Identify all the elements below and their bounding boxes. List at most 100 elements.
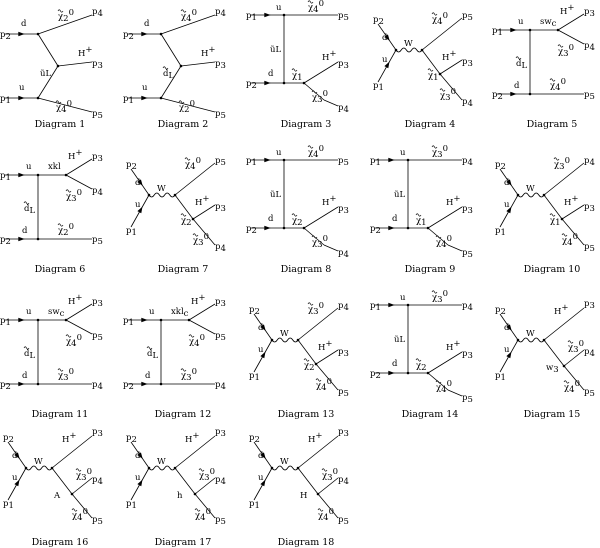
svg-text:χ1: χ1 (292, 71, 303, 83)
particle-label: H (300, 491, 307, 501)
propagator-line (561, 204, 585, 220)
propagator-line (194, 477, 216, 495)
svg-text:p3: p3 (584, 202, 595, 214)
propagator-line (315, 363, 339, 391)
particle-label: p3 (92, 152, 103, 164)
svg-text:u: u (135, 200, 141, 210)
particle-label: p3 (215, 427, 226, 439)
vertex-dot (556, 28, 560, 32)
svg-text:u: u (518, 17, 524, 27)
svg-text:p2: p2 (3, 433, 14, 445)
vertex-dot (296, 466, 300, 470)
svg-text:p3: p3 (92, 297, 103, 309)
particle-label: p1 (246, 156, 257, 168)
diagram-caption: Diagram 6 (34, 264, 86, 275)
propagator-line (192, 204, 216, 220)
svg-text:u: u (135, 473, 141, 483)
particle-label: p4 (462, 97, 473, 109)
vertex-dot (282, 81, 286, 85)
particle-label: H+ (446, 194, 461, 208)
vertex-dot (191, 217, 195, 221)
particle-label: χ40 (65, 333, 82, 349)
vertex-dot (406, 303, 410, 307)
svg-text:dL: dL (147, 349, 158, 361)
fermion-arrow (388, 225, 395, 231)
particle-label: p4 (92, 475, 103, 487)
particle-label: p5 (92, 515, 103, 527)
fermion-arrow (137, 179, 143, 186)
scalar-line (160, 33, 182, 67)
svg-text:dL: dL (24, 204, 35, 216)
svg-text:p1: p1 (3, 499, 14, 511)
svg-text:p2: p2 (495, 305, 506, 317)
particle-label: χ2 (415, 358, 427, 373)
particle-label: p5 (92, 109, 103, 121)
vertex-dot (173, 193, 177, 197)
svg-text:χ2: χ2 (292, 216, 303, 228)
svg-text:H+: H+ (446, 194, 461, 208)
particle-label: d (21, 19, 27, 29)
particle-label: p1 (249, 499, 260, 511)
particle-label: H+ (554, 303, 569, 317)
svg-text:χ2: χ2 (416, 361, 427, 373)
particle-label: H+ (201, 45, 216, 59)
particle-label: p5 (215, 331, 226, 343)
vertex-dot (314, 362, 318, 366)
w-boson-propagator (271, 465, 299, 471)
svg-text:d: d (392, 214, 398, 224)
svg-text:u: u (504, 345, 510, 355)
particle-label: H+ (195, 194, 210, 208)
particle-label: p2 (495, 160, 506, 172)
particle-label: d (514, 81, 520, 91)
particle-label: p4 (338, 103, 349, 115)
propagator-line (317, 493, 339, 519)
fermion-arrow (141, 31, 148, 37)
svg-text:p2: p2 (246, 79, 257, 91)
svg-text:d: d (504, 323, 510, 333)
particle-label: H+ (318, 339, 333, 353)
svg-text:χ1: χ1 (550, 216, 561, 228)
particle-label: u (518, 17, 524, 27)
svg-text:u: u (149, 307, 155, 317)
particle-label: χ40 (317, 507, 334, 523)
vertex-dot (516, 338, 520, 342)
propagator-line (323, 99, 339, 107)
particle-label: H+ (62, 431, 77, 445)
svg-text:p1: p1 (495, 371, 506, 383)
w-boson-propagator (517, 192, 545, 198)
svg-text:p4: p4 (462, 301, 473, 313)
svg-text:p1: p1 (370, 301, 381, 313)
svg-text:p2: p2 (492, 90, 503, 102)
propagator-line (543, 194, 563, 220)
particle-label: dL (162, 66, 174, 81)
fermion-arrow (264, 12, 271, 18)
vertex-dot (36, 237, 40, 241)
vertex-dot (516, 193, 520, 197)
svg-text:A: A (53, 491, 61, 501)
particle-label: p4 (584, 156, 595, 168)
particle-label: p5 (584, 90, 595, 102)
svg-text:p3: p3 (215, 427, 226, 439)
vertex-dot (36, 96, 40, 100)
svg-text:p2: p2 (123, 30, 134, 42)
svg-text:χ1: χ1 (428, 71, 439, 83)
svg-text:p2: p2 (246, 224, 257, 236)
particle-label: χ2 (291, 213, 303, 228)
particle-label: χ30 (57, 367, 74, 383)
svg-text:p2: p2 (126, 160, 137, 172)
vertex-dot (426, 226, 430, 230)
svg-text:p2: p2 (495, 160, 506, 172)
svg-text:d: d (382, 33, 388, 43)
particle-label: p2 (246, 224, 257, 236)
particle-label: u (19, 83, 25, 93)
svg-text:xkl: xkl (48, 162, 61, 172)
particle-label: u (142, 83, 148, 93)
scalar-line (297, 467, 319, 495)
